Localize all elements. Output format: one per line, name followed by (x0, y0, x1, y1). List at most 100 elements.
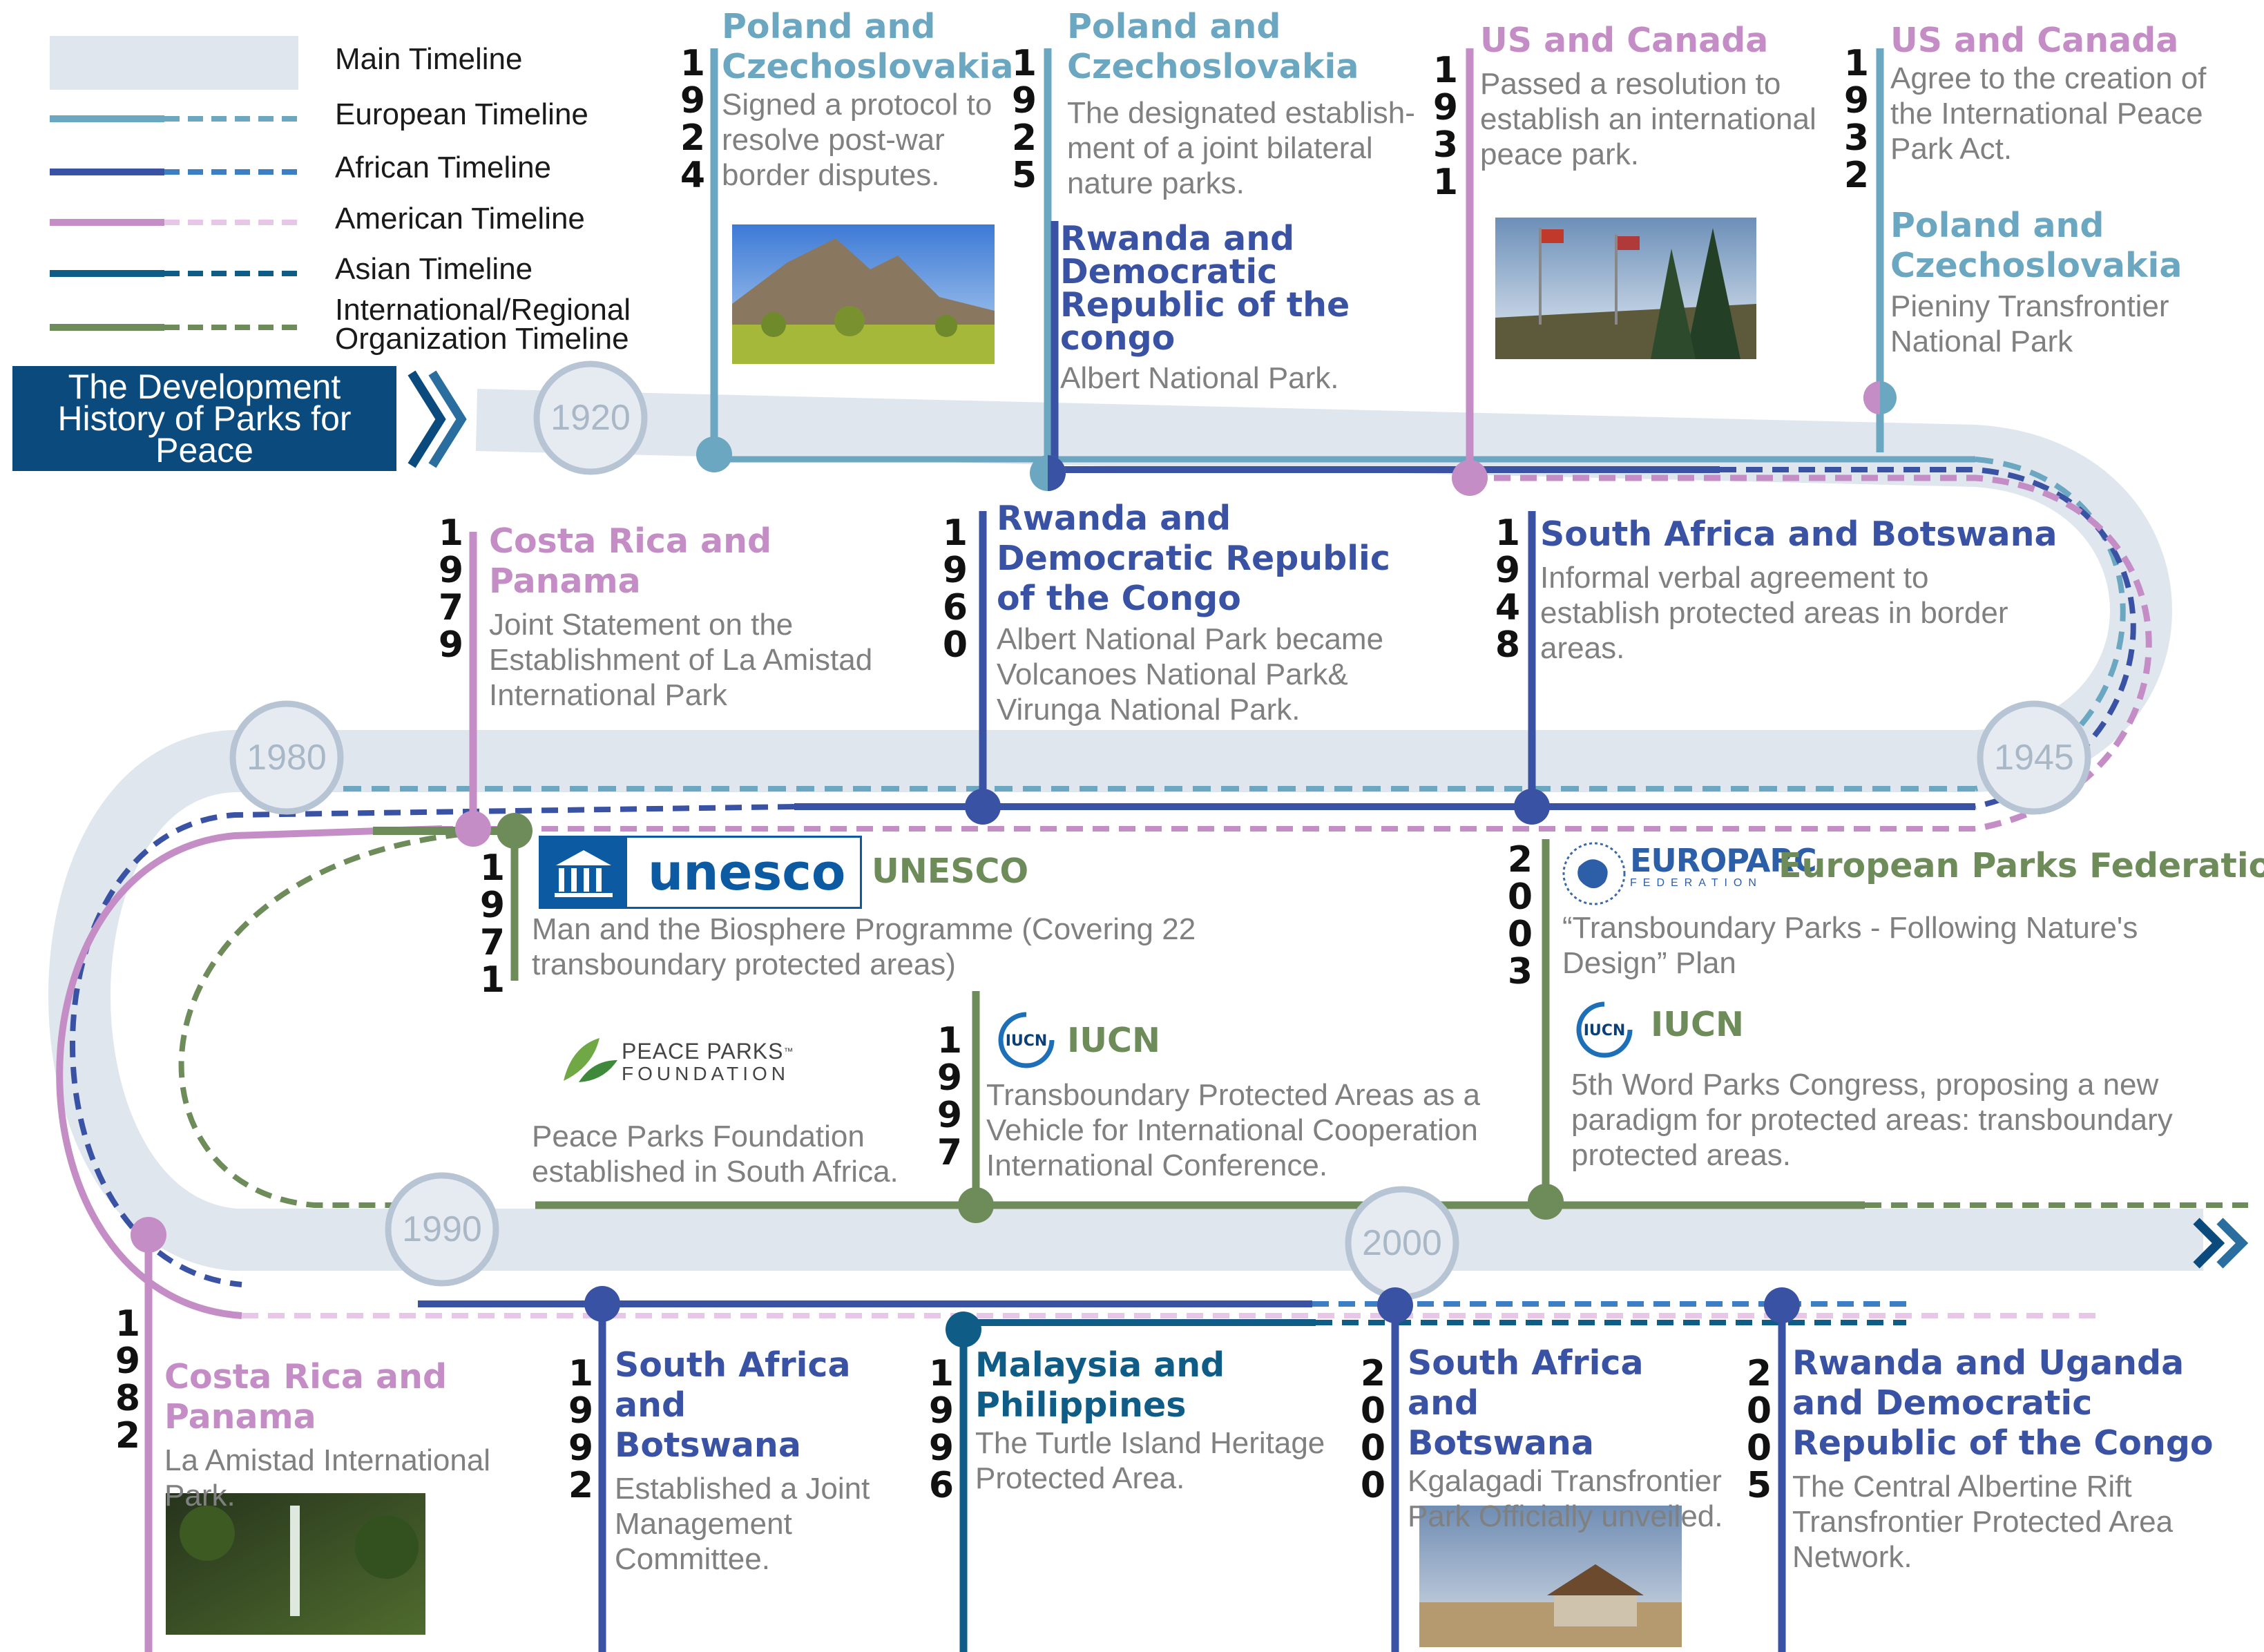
year-digits: 1960 (942, 512, 968, 666)
event-title: Malaysia and Philippines (975, 1345, 1225, 1425)
event-title: Rwanda and Democratic Republic of the co… (1060, 219, 1350, 358)
year-digits: 1925 (1011, 43, 1037, 196)
event-title: IUCN (1067, 1021, 1160, 1060)
photo-pieniny-mountains (732, 224, 995, 364)
legend-label-asian: Asian Timeline (335, 252, 533, 286)
event-title: South Africa and Botswana (615, 1345, 851, 1465)
event-description: La Amistad International Park. (164, 1443, 491, 1512)
event-description: The designated establish-ment of a joint… (1067, 96, 1415, 200)
event-1948: South Africa and Botswana Informal verba… (1540, 515, 2065, 666)
trademark-symbol: ™ (783, 1046, 794, 1057)
event-1932: US and Canada Agree to the creation of t… (1890, 21, 2243, 166)
year-digits: 2003 (1507, 839, 1533, 992)
year-1982: 1982 (112, 1305, 144, 1454)
event-title: Rwanda and Democratic Republic of the Co… (997, 499, 1390, 618)
page-title: The Development History of Parks for Pea… (57, 367, 352, 470)
europarc-logo-icon (1560, 839, 1629, 908)
peace-parks-logo-text: PEACE PARKS (622, 1039, 784, 1064)
event-description: The Turtle Island Heritage Protected Are… (975, 1426, 1325, 1495)
year-2003: 2003 (1504, 841, 1536, 990)
year-1932: 1932 (1841, 45, 1872, 194)
event-title: Rwanda and Uganda and Democratic Republi… (1792, 1343, 2214, 1463)
decade-marker-2000: 2000 (1362, 1223, 1442, 1263)
svg-text:IUCN: IUCN (1006, 1032, 1048, 1050)
event-title: UNESCO (872, 852, 1029, 891)
event-description: Signed a protocol to resolve post-war bo… (722, 88, 992, 192)
event-2003-title: European Parks Federation (1778, 846, 2264, 886)
event-description: Pieniny Transfrontier National Park (1890, 289, 2169, 358)
event-description: Joint Statement on the Establishment of … (489, 608, 873, 712)
legend-swatches (50, 36, 298, 331)
event-1971: Man and the Biosphere Programme (Coverin… (532, 912, 1271, 982)
event-title: South Africa and Botswana (1540, 515, 2057, 554)
legend-label-main: Main Timeline (335, 42, 523, 76)
year-digits: 2000 (1360, 1353, 1386, 1506)
year-2000: 2000 (1357, 1355, 1389, 1504)
end-chevrons (2193, 1218, 2249, 1269)
event-title: European Parks Federation (1778, 846, 2264, 885)
year-digits: 1979 (438, 512, 464, 666)
event-1997-title: IUCN (1067, 1021, 1160, 1061)
year-1924: 1924 (677, 45, 709, 194)
event-title: US and Canada (1890, 21, 2179, 60)
event-description: Man and the Biosphere Programme (Coverin… (532, 912, 1196, 981)
photo-peace-park-flags (1495, 218, 1756, 359)
event-description: Passed a resolution to establish an inte… (1480, 67, 1816, 171)
decade-marker-1990: 1990 (402, 1209, 482, 1249)
event-2003-iucn-title: IUCN (1651, 1005, 1744, 1045)
year-1997: 1997 (934, 1022, 966, 1171)
year-digits: 1931 (1432, 50, 1459, 203)
event-1982: Costa Rica and Panama La Amistad Interna… (164, 1357, 572, 1513)
event-1997: Transboundary Protected Areas as a Vehic… (986, 1077, 1518, 1183)
event-title: Poland and Czechoslovakia (1890, 206, 2183, 285)
year-1925: 1925 (1008, 45, 1040, 194)
event-2000: South Africa and Botswana Kgalagadi Tran… (1408, 1343, 1781, 1534)
legend-label-african: African Timeline (335, 151, 552, 184)
event-description: Established a Joint Management Committee… (615, 1472, 870, 1576)
event-title: Costa Rica and Panama (489, 521, 772, 601)
event-1925-albert-park: Rwanda and Democratic Republic of the co… (1060, 222, 1447, 396)
banner-chevrons (407, 370, 467, 468)
event-1971-title: UNESCO (872, 852, 1028, 892)
year-digits: 1997 (937, 1020, 963, 1173)
year-digits: 1924 (680, 43, 706, 196)
year-digits: 1982 (115, 1303, 141, 1457)
event-1932-pieniny: Poland and Czechoslovakia Pieniny Transf… (1890, 206, 2236, 359)
year-digits: 1971 (479, 847, 506, 1001)
europarc-logo-subtext: FEDERATION (1630, 877, 1763, 889)
event-1979: Costa Rica and Panama Joint Statement on… (489, 521, 931, 713)
event-1996: Malaysia and Philippines The Turtle Isla… (975, 1345, 1348, 1496)
iucn-logo-icon: IUCN (998, 1012, 1055, 1068)
event-description: Albert National Park became Volcanoes Na… (997, 622, 1384, 727)
event-title: Poland and Czechoslovakia (722, 7, 1014, 86)
event-description: Transboundary Protected Areas as a Vehic… (986, 1078, 1480, 1182)
event-dots (131, 381, 1897, 1347)
event-description: The Central Albertine Rift Transfrontier… (1792, 1470, 2174, 1574)
iucn-logo-icon: IUCN (1576, 1001, 1633, 1058)
year-2005: 2005 (1743, 1355, 1775, 1504)
peace-parks-logo-subtext: FOUNDATION (622, 1063, 790, 1084)
event-description: Kgalagadi Transfrontier Park Officially … (1408, 1464, 1723, 1533)
year-1960: 1960 (939, 515, 971, 664)
year-1971: 1971 (477, 849, 508, 999)
photo-rainforest-waterfall (166, 1493, 425, 1635)
unesco-logo-text: unesco (648, 843, 846, 901)
year-digits: 1932 (1843, 43, 1870, 196)
year-1996: 1996 (925, 1355, 957, 1504)
year-1948: 1948 (1492, 515, 1524, 664)
event-description: Agree to the creation of the Internation… (1890, 61, 2207, 166)
europarc-logo: EUROPARC FEDERATION (1630, 844, 1817, 890)
legend-label-european: European Timeline (335, 97, 588, 131)
photo-kgalagadi-lodge (1419, 1506, 1682, 1647)
decade-marker-1920: 1920 (550, 398, 631, 438)
event-title: US and Canada (1480, 21, 1769, 60)
unesco-logo: unesco (539, 836, 862, 909)
event-title: South Africa and Botswana (1408, 1343, 1644, 1463)
event-2003: “Transboundary Parks - Following Nature'… (1562, 910, 2225, 981)
event-1931: US and Canada Passed a resolution to est… (1480, 21, 1825, 172)
event-title: Poland and Czechoslovakia (1067, 7, 1359, 86)
page-title-banner: The Development History of Parks for Pea… (12, 366, 396, 471)
decade-marker-1945: 1945 (1994, 738, 2074, 778)
org-timeline-line (178, 827, 2248, 1209)
